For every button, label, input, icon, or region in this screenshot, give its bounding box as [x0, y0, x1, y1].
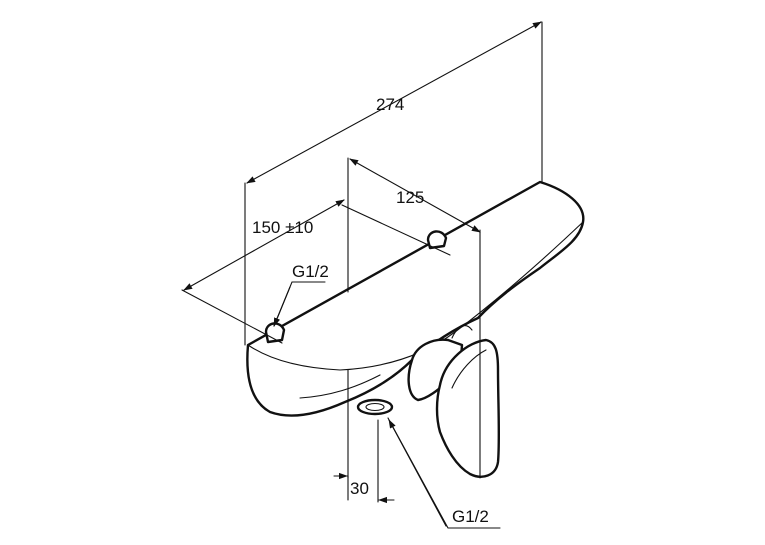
handle-lever [435, 338, 501, 478]
outlet-connection [356, 398, 394, 416]
dimension-labels: 274 150 ±10 125 30 G1/2 G1/2 [252, 95, 489, 526]
dimension-lines [181, 21, 543, 529]
leader-outlet-arrow [388, 419, 447, 527]
label-inlet-spacing: 150 ±10 [252, 218, 313, 237]
label-handle-offset: 125 [396, 188, 424, 207]
handle-edge [451, 349, 487, 389]
leader-inlet-arrow [273, 286, 291, 327]
underside-slot [451, 325, 473, 339]
extension-inlet-left [181, 289, 283, 344]
outlet-bore [365, 402, 385, 412]
label-overall-length: 274 [376, 95, 404, 114]
dimension-handle-offset [349, 158, 481, 233]
dimension-inlet-spacing [183, 199, 345, 291]
lever-handle [407, 338, 501, 478]
dimension-overall-length [246, 21, 542, 184]
extension-inlet-right [341, 204, 451, 256]
body-highlight [299, 374, 381, 399]
label-outlet-thread: G1/2 [452, 507, 489, 526]
label-outlet-depth: 30 [350, 479, 369, 498]
outlet-ring [356, 398, 394, 416]
label-inlet-thread: G1/2 [292, 262, 329, 281]
